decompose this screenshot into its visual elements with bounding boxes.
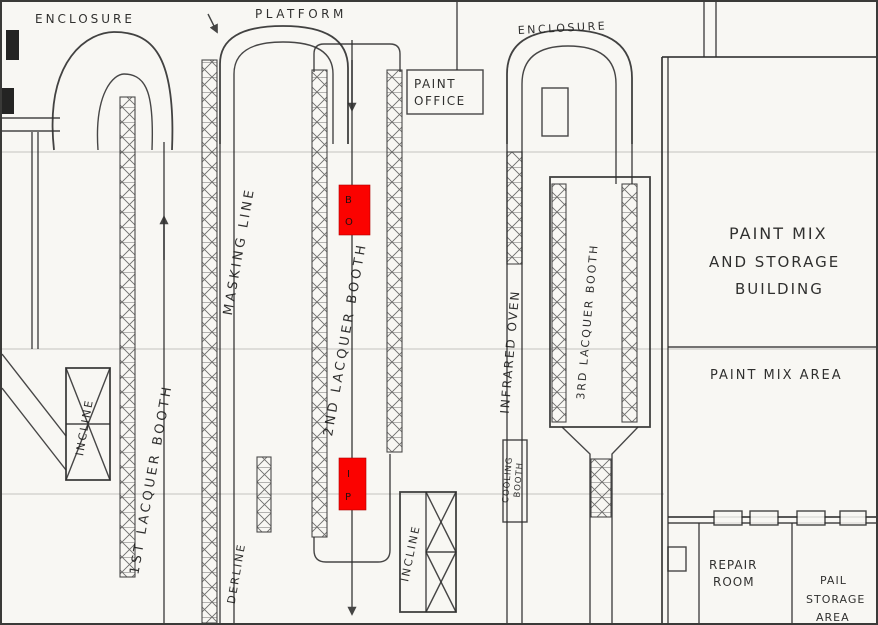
incline-bottom [399,491,457,613]
marker-bo-line1: B [345,195,352,206]
marker-ip-line1: I [347,469,350,480]
label-paint-mix-3: BUILDING [735,280,824,298]
platform-loop [207,13,349,623]
marker-bo-box[interactable] [338,184,371,236]
strip-oven [506,151,523,265]
strip-first-booth [119,96,136,578]
strip-third-booth-left [551,183,567,423]
incline-left [65,367,111,481]
label-cooling-1: COOLING [501,456,515,503]
door-opening [713,510,743,526]
label-repair-1: REPAIR [709,558,757,572]
wall-block [6,30,19,60]
label-enclosure-right: ENCLOSURE [517,19,607,37]
paint-office-box [406,69,484,115]
marker-ip-box[interactable] [338,457,367,511]
paint-mix-building [661,2,876,623]
label-pail-2: STORAGE [806,593,865,606]
small-closet-box [667,546,687,572]
marker-ip-line2: P [345,492,351,503]
marker-bo-line2: O [345,217,353,228]
label-paint-mix-1: PAINT MIX [729,224,828,243]
strip-third-booth-right [621,183,638,423]
strip-bottom-platform [256,456,272,533]
hatched-conveyor-strips [119,59,638,623]
label-paint-mix-2: AND STORAGE [709,253,840,271]
paint-office [406,69,484,115]
left-edge-structures [2,30,67,471]
label-pail-3: AREA [816,611,850,623]
label-paint-office-2: OFFICE [414,94,466,108]
door-opening [839,510,867,526]
marker-ip[interactable]: I P [338,457,367,511]
door-opening [749,510,779,526]
label-paint-mix-area: PAINT MIX AREA [710,368,843,383]
door-opening [796,510,826,526]
loop-inner-box [541,87,569,137]
second-booth-line [313,40,401,616]
flow-arrow-into-platform [207,13,218,34]
strip-second-booth-right [386,69,403,453]
label-repair-2: ROOM [713,575,755,589]
third-booth-outline [549,176,651,428]
ruled-grid-lines [2,2,876,495]
oven-line [502,144,528,623]
label-enclosure-left: ENCLOSURE [35,12,135,26]
third-booth [549,176,651,623]
label-pail-1: PAIL [820,574,847,587]
label-platform: PLATFORM [255,7,347,21]
wall-block [2,88,14,114]
marker-bo[interactable]: B O [338,184,371,236]
enclosure-left-loop [51,31,174,623]
label-paint-office-1: PAINT [414,77,456,91]
strip-oven-exit [590,458,612,518]
strip-second-booth-left [311,69,328,538]
annotation-markers: B O I P [338,184,371,511]
strip-masking-line [201,59,218,623]
label-cooling-2: BOOTH [512,462,525,498]
cooling-booth-box [502,439,528,523]
